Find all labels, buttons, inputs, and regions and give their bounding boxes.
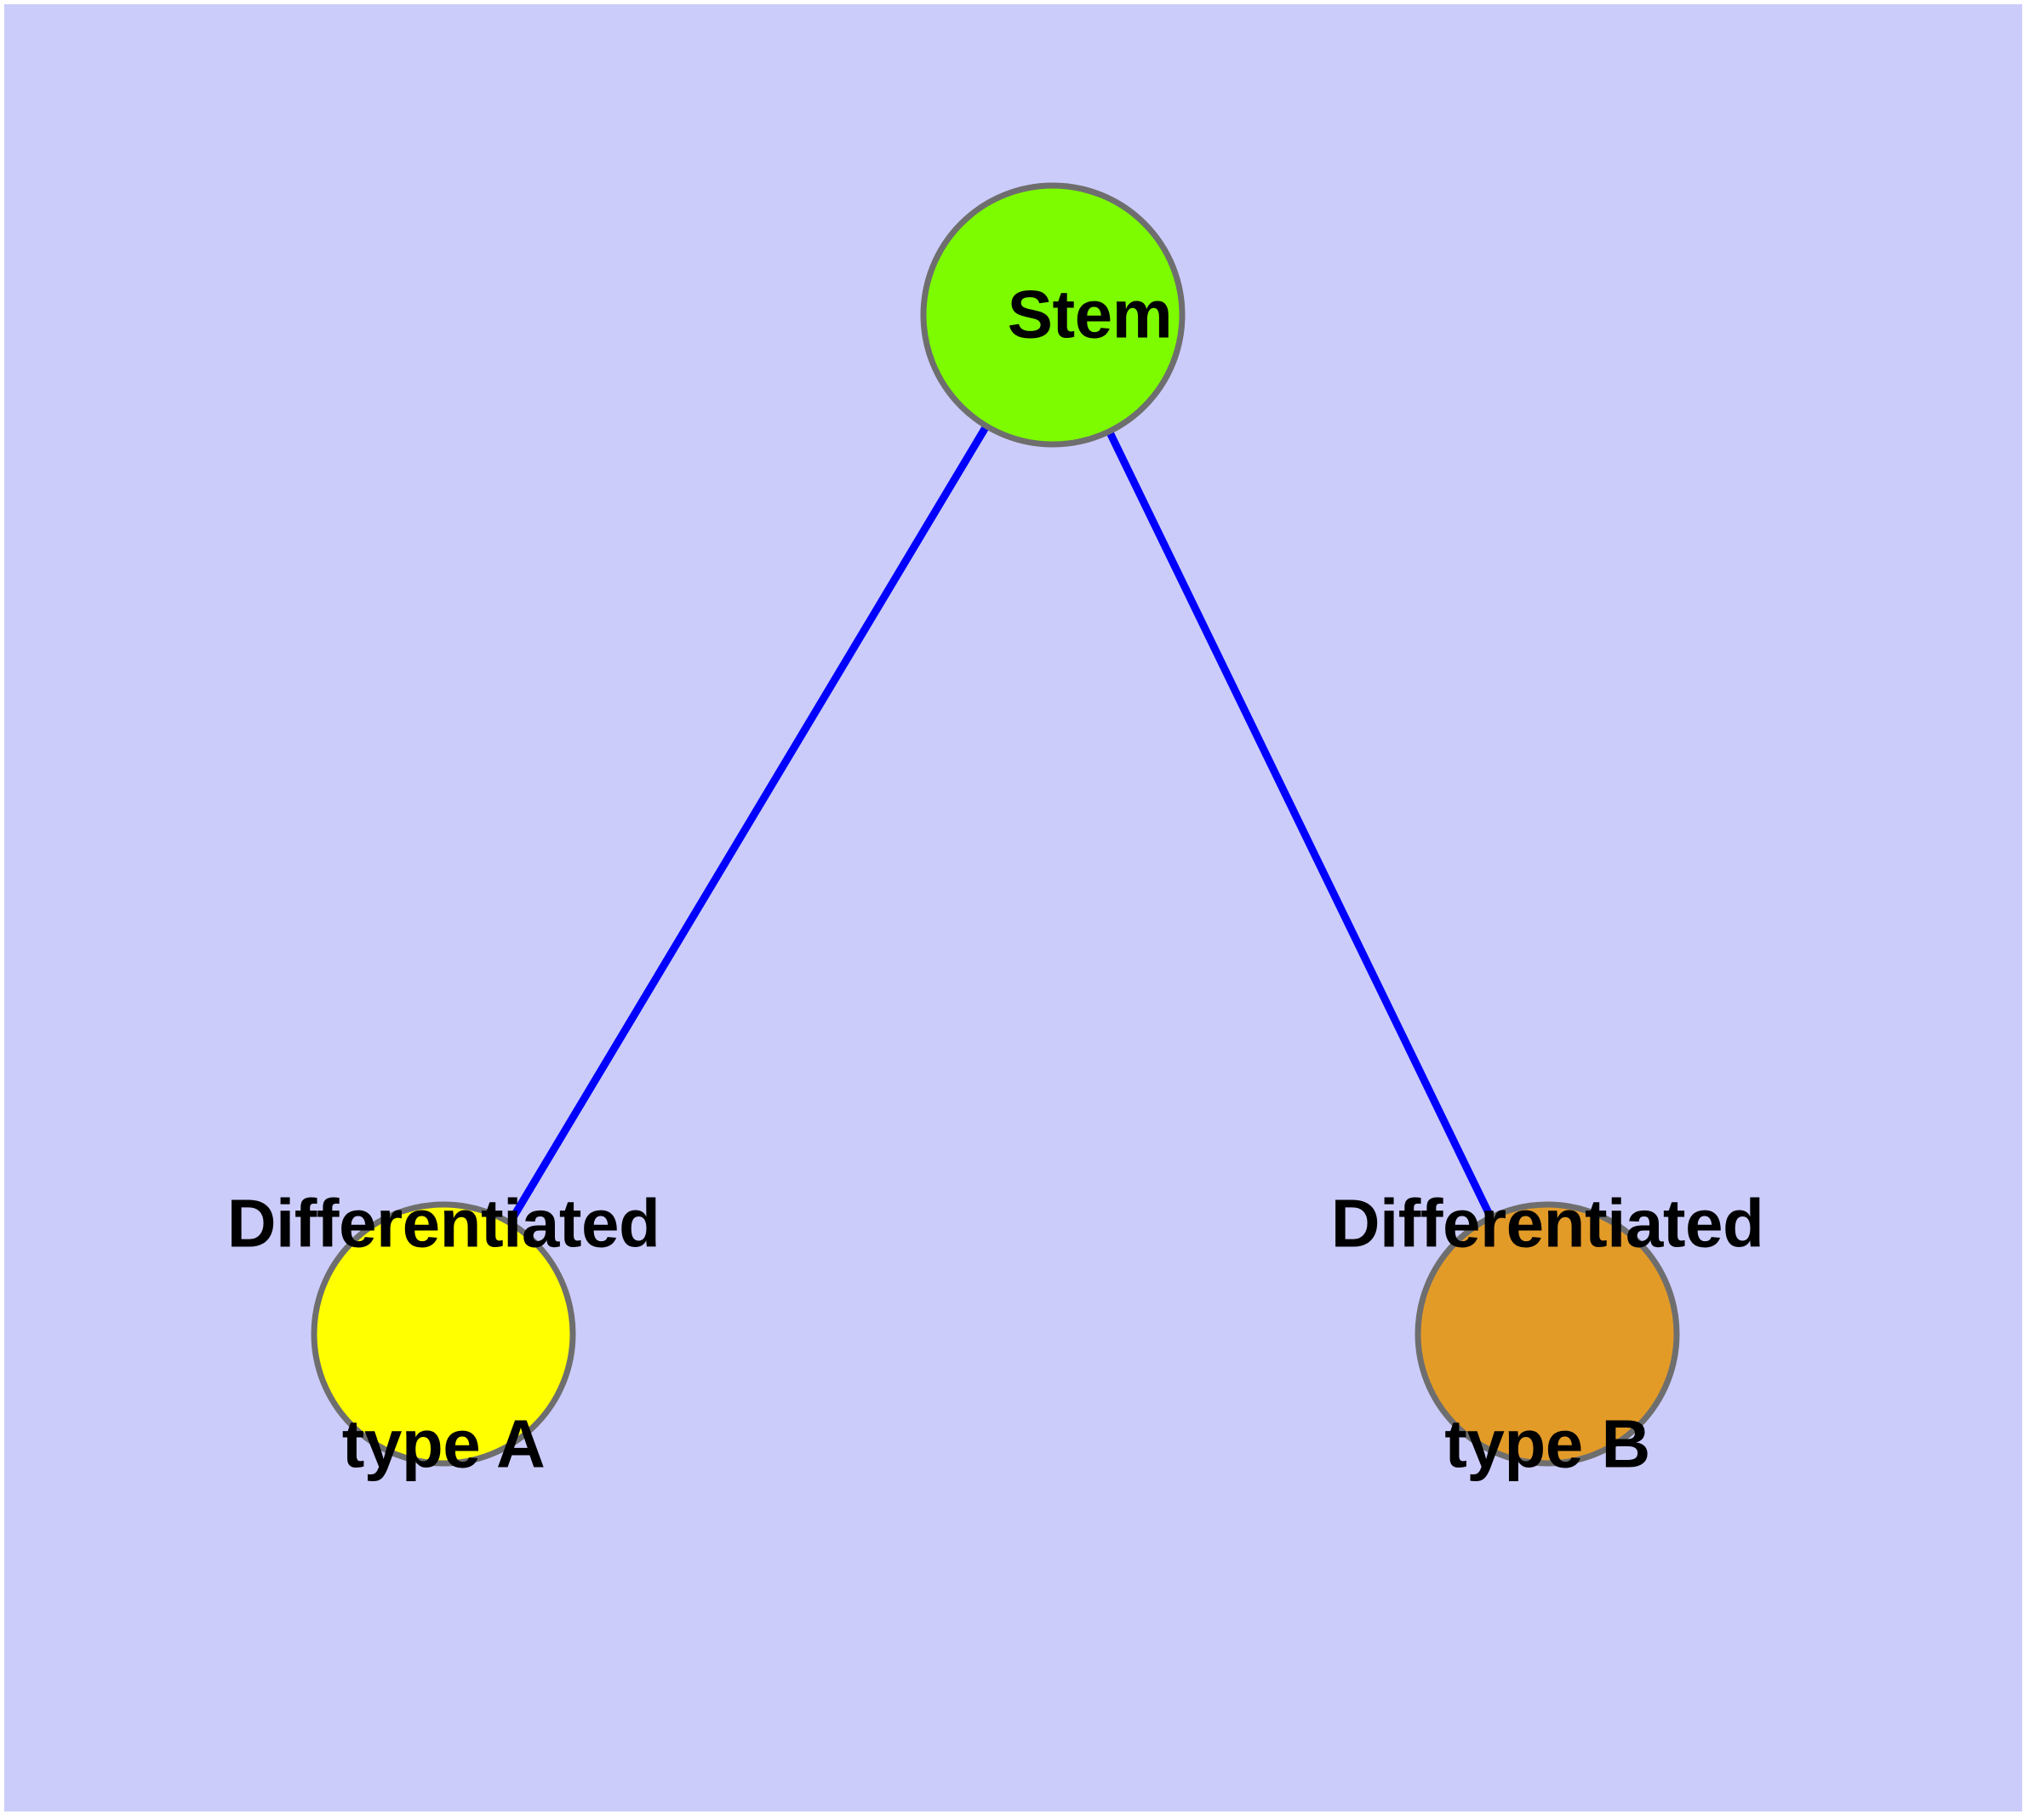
edge-stem-to-differentiated-type-b[interactable]: [1102, 423, 1498, 1226]
node-differentiated-type-a[interactable]: [311, 1201, 576, 1467]
edges-layer: [503, 418, 1498, 1231]
edge-stem-to-differentiated-type-a[interactable]: [503, 418, 993, 1231]
node-stem[interactable]: [920, 182, 1186, 448]
node-differentiated-type-b[interactable]: [1415, 1201, 1680, 1467]
nodes-layer: [311, 182, 1680, 1467]
